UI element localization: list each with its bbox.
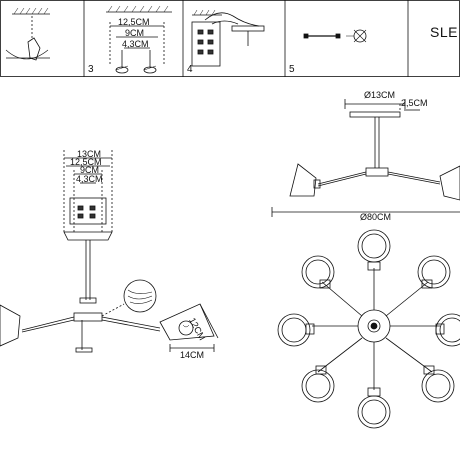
dim-label: 4,3CM bbox=[122, 39, 149, 49]
panel-wiring bbox=[191, 9, 265, 67]
instruction-strip-frame bbox=[0, 0, 460, 77]
dim-label: 13CM bbox=[77, 149, 102, 159]
panel-ceiling-drill bbox=[5, 7, 50, 61]
dim-label: 12,5CM bbox=[70, 157, 102, 167]
dim-label: 12,5CM bbox=[118, 17, 150, 27]
front-elevation-view bbox=[271, 99, 460, 217]
model-code: SLE bbox=[430, 24, 458, 40]
side-elevation-view bbox=[0, 150, 219, 353]
plan-view bbox=[277, 229, 460, 429]
step-number: 5 bbox=[289, 64, 295, 75]
dim-label: 2,5CM bbox=[401, 98, 428, 108]
panel-rod-nut bbox=[303, 29, 367, 43]
dim-label: Ø13CM bbox=[364, 90, 396, 100]
dim-label: Ø80CM bbox=[360, 212, 392, 222]
dim-label: 9CM bbox=[125, 28, 145, 38]
panel-bracket-dims bbox=[106, 5, 172, 74]
step-number: 4 bbox=[187, 64, 193, 75]
step-number: 3 bbox=[88, 64, 94, 75]
dim-label: 9CM bbox=[80, 165, 100, 175]
dim-label: 14CM bbox=[180, 350, 205, 360]
dim-label: 4,3CM bbox=[76, 174, 103, 184]
